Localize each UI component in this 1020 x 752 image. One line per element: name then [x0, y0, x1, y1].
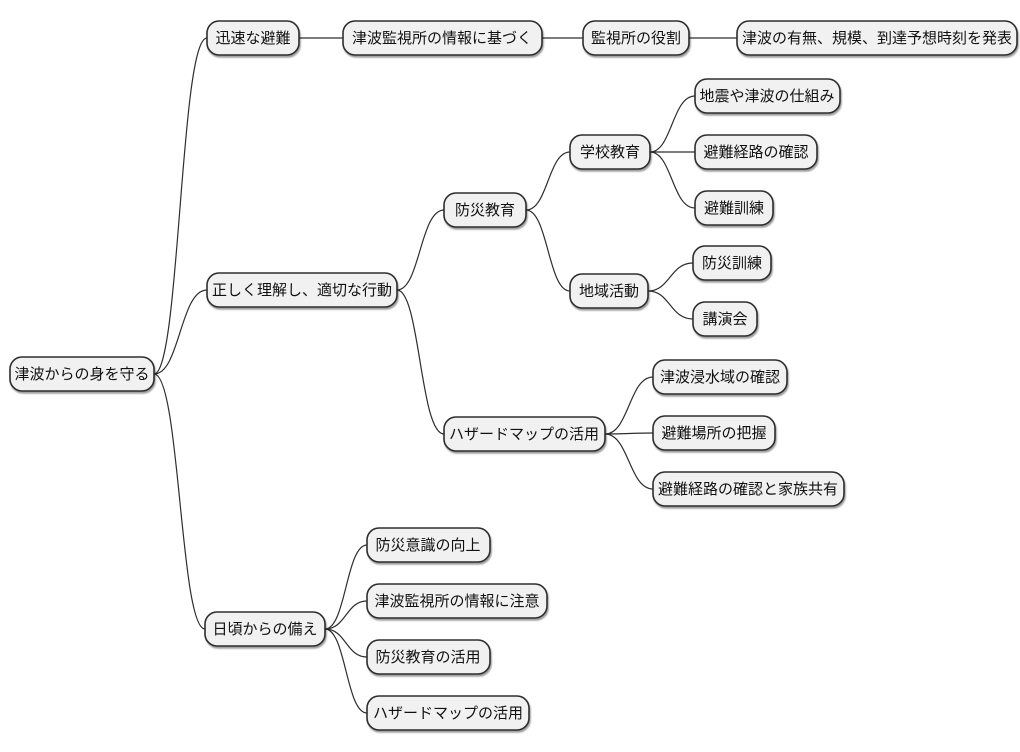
node-awareness-improvement: 防災意識の向上: [366, 527, 491, 563]
edge-understanding-to-hazard-map: [396, 289, 445, 435]
node-monitoring-info: 津波監視所の情報に基づく: [342, 20, 543, 56]
node-announcement-box: [736, 20, 1018, 56]
node-quake-tsunami-mechanism-label: 地震や津波の仕組み: [699, 88, 834, 105]
node-correct-understanding: 正しく理解し、適切な行動: [206, 272, 398, 308]
node-disaster-education-box: [443, 192, 527, 228]
node-rapid-evacuation: 迅速な避難: [206, 20, 300, 56]
edge-layer: [153, 37, 737, 714]
node-lecture: 講演会: [692, 301, 758, 337]
node-quake-tsunami-mechanism: 地震や津波の仕組み: [694, 78, 841, 114]
node-family-share-box: [652, 471, 845, 507]
node-inundation-check-box: [652, 359, 788, 395]
edge-community-to-disaster-drill: [647, 262, 694, 292]
edge-school-to-mechanism: [649, 95, 696, 153]
node-disaster-education: 防災教育: [443, 192, 527, 228]
edge-understanding-to-disaster-education: [396, 209, 445, 291]
node-disaster-drill-label: 防災訓練: [702, 255, 762, 272]
edge-hazard-map-to-shelter: [604, 432, 654, 435]
node-shelter-grasp: 避難場所の把握: [652, 415, 776, 451]
edge-root-to-rapid-evacuation: [153, 37, 208, 375]
edge-preparedness-to-awareness: [324, 544, 368, 630]
node-community-activity-box: [569, 273, 649, 309]
node-lecture-label: 講演会: [702, 311, 747, 328]
node-rapid-evacuation-label: 迅速な避難: [215, 30, 290, 47]
node-disaster-education-label: 防災教育: [455, 202, 515, 219]
node-monitoring-info-label: 津波監視所の情報に基づく: [352, 30, 532, 47]
node-evacuation-route-check-box: [694, 134, 818, 170]
node-root: 津波からの身を守る: [9, 356, 155, 392]
node-community-activity: 地域活動: [569, 273, 649, 309]
node-education-use-box: [366, 639, 491, 675]
node-family-share: 避難経路の確認と家族共有: [652, 471, 845, 507]
node-shelter-grasp-label: 避難場所の把握: [661, 425, 766, 442]
edge-preparedness-to-monitoring-attention: [324, 600, 368, 630]
node-layer: 津波からの身を守る 迅速な避難 津波監視所の情報に基づく 監視所の役割 津波の有…: [9, 20, 1018, 731]
node-daily-preparedness-box: [204, 611, 326, 647]
edge-hazard-map-to-family-share: [604, 433, 654, 490]
edge-root-to-correct-understanding: [153, 289, 208, 375]
node-announcement: 津波の有無、規模、到達予想時刻を発表: [736, 20, 1018, 56]
node-school-education-box: [569, 134, 651, 170]
node-family-share-label: 避難経路の確認と家族共有: [658, 481, 838, 498]
node-evacuation-drill-label: 避難訓練: [704, 200, 764, 217]
node-station-role: 監視所の役割: [582, 20, 690, 56]
node-hazard-map-use: ハザードマップの活用: [443, 416, 606, 452]
node-hazard-map-use-box: [443, 416, 606, 452]
node-announcement-label: 津波の有無、規模、到達予想時刻を発表: [742, 30, 1012, 47]
node-inundation-check-label: 津波浸水域の確認: [660, 369, 780, 386]
edge-community-to-lecture: [647, 290, 694, 320]
node-station-role-box: [582, 20, 690, 56]
node-monitoring-attention-label: 津波監視所の情報に注意: [374, 593, 539, 610]
node-awareness-improvement-box: [366, 527, 491, 563]
node-awareness-improvement-label: 防災意識の向上: [375, 537, 480, 554]
node-disaster-drill: 防災訓練: [692, 245, 772, 281]
edge-hazard-map-to-inundation: [604, 376, 654, 435]
node-correct-understanding-label: 正しく理解し、適切な行動: [212, 282, 392, 299]
node-correct-understanding-box: [206, 272, 398, 308]
node-hazard-map-use-label: ハザードマップの活用: [449, 426, 599, 443]
node-education-use: 防災教育の活用: [366, 639, 491, 675]
node-school-education-label: 学校教育: [580, 144, 640, 161]
node-daily-preparedness: 日頃からの備え: [204, 611, 326, 647]
edge-root-to-daily-preparedness: [153, 373, 206, 630]
edge-disaster-education-to-community: [525, 209, 571, 292]
edge-preparedness-to-education-use: [324, 628, 368, 658]
node-hazard-map-use-2: ハザードマップの活用: [366, 695, 530, 731]
node-evacuation-route-check-label: 避難経路の確認: [703, 144, 808, 161]
node-education-use-label: 防災教育の活用: [375, 649, 480, 666]
node-evacuation-drill-box: [694, 190, 774, 226]
node-monitoring-attention-box: [366, 583, 548, 619]
node-root-box: [9, 356, 155, 392]
node-disaster-drill-box: [692, 245, 772, 281]
node-inundation-check: 津波浸水域の確認: [652, 359, 788, 395]
edge-preparedness-to-hazard-map-use: [324, 628, 368, 714]
node-rapid-evacuation-box: [206, 20, 300, 56]
node-evacuation-drill: 避難訓練: [694, 190, 774, 226]
node-evacuation-route-check: 避難経路の確認: [694, 134, 818, 170]
node-hazard-map-use-2-box: [366, 695, 530, 731]
node-community-activity-label: 地域活動: [579, 283, 639, 300]
node-monitoring-attention: 津波監視所の情報に注意: [366, 583, 548, 619]
edge-school-to-drill: [649, 151, 696, 209]
node-monitoring-info-box: [342, 20, 543, 56]
node-station-role-label: 監視所の役割: [591, 30, 681, 47]
node-root-label: 津波からの身を守る: [14, 366, 149, 383]
node-school-education: 学校教育: [569, 134, 651, 170]
node-daily-preparedness-label: 日頃からの備え: [212, 621, 317, 638]
node-shelter-grasp-box: [652, 415, 776, 451]
node-quake-tsunami-mechanism-box: [694, 78, 841, 114]
edge-disaster-education-to-school: [525, 151, 571, 211]
node-lecture-box: [692, 301, 758, 337]
node-hazard-map-use-2-label: ハザードマップの活用: [373, 705, 523, 722]
